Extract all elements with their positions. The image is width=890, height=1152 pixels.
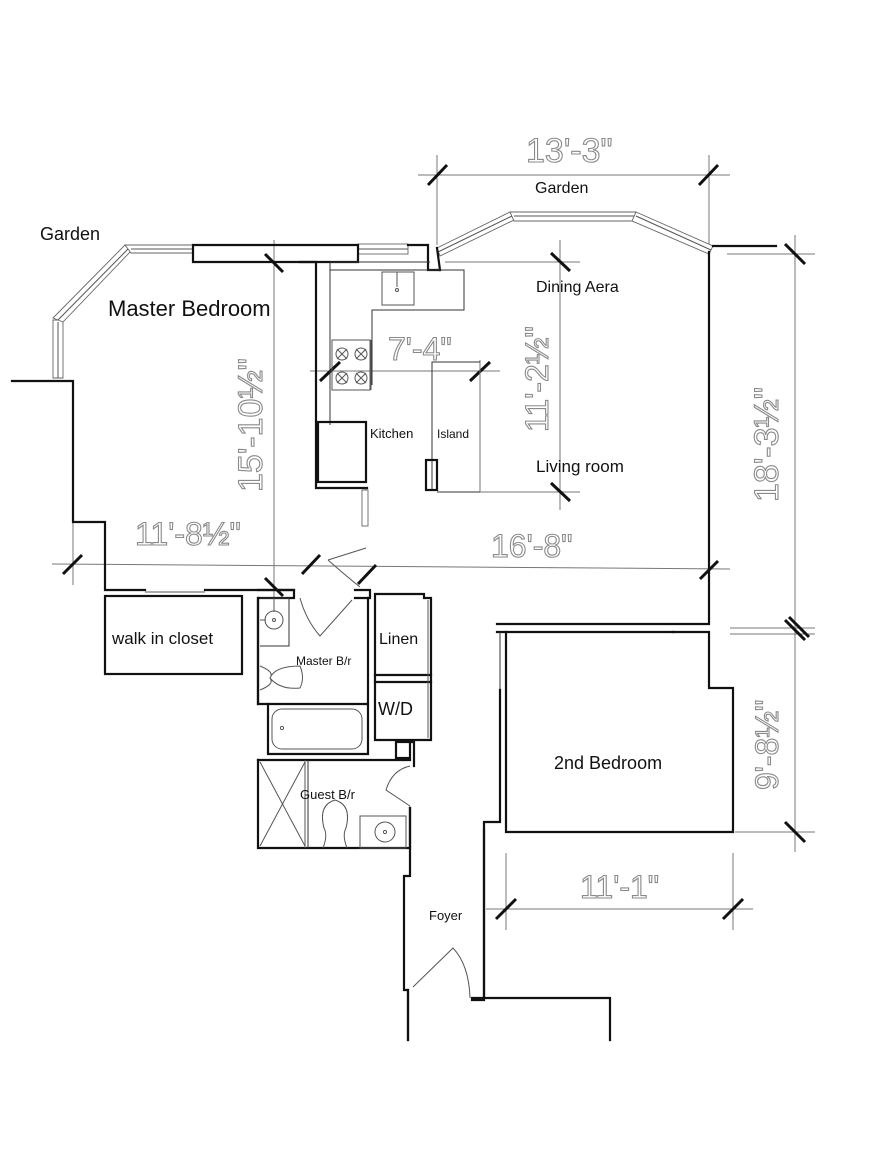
label-linen: Linen xyxy=(379,631,418,648)
dim-garden-width: 13'-3" xyxy=(526,132,613,170)
label-master-bath: Master B/r xyxy=(296,654,351,668)
label-walk-in-closet: walk in closet xyxy=(111,629,213,648)
dimension-labels: 13'-3" 7'-4" 11'-2½" 15'-10½" 11'-8½" 16… xyxy=(134,131,786,905)
dim-master-depth: 15'-10½" xyxy=(232,358,270,492)
walls xyxy=(10,243,778,1042)
label-guest-bath: Guest B/r xyxy=(300,787,356,802)
label-dining-area: Dining Aera xyxy=(536,279,619,296)
label-second-bedroom: 2nd Bedroom xyxy=(554,753,662,773)
label-living-room: Living room xyxy=(536,457,624,476)
dim-kitchen-depth: 11'-2½" xyxy=(519,326,555,432)
label-foyer: Foyer xyxy=(429,908,463,923)
stove-burners xyxy=(335,347,368,385)
dim-kitchen-width: 7'-4" xyxy=(388,331,452,367)
label-island: Island xyxy=(437,427,469,441)
room-labels: Garden Garden Master Bedroom Dining Aera… xyxy=(40,180,662,923)
label-washer-dryer: W/D xyxy=(378,699,413,719)
dim-master-width: 11'-8½" xyxy=(135,516,241,552)
windows xyxy=(52,211,714,379)
dim-second-bed-depth: 9'-8½" xyxy=(749,700,785,790)
label-garden-left: Garden xyxy=(40,224,100,244)
label-kitchen: Kitchen xyxy=(370,426,413,441)
label-garden-top: Garden xyxy=(535,180,588,197)
dim-second-bed-width: 11'-1" xyxy=(580,869,659,905)
label-master-bedroom: Master Bedroom xyxy=(108,296,271,321)
dim-living-width: 16'-8" xyxy=(491,528,573,564)
dim-living-depth: 18'-3½" xyxy=(748,387,786,502)
